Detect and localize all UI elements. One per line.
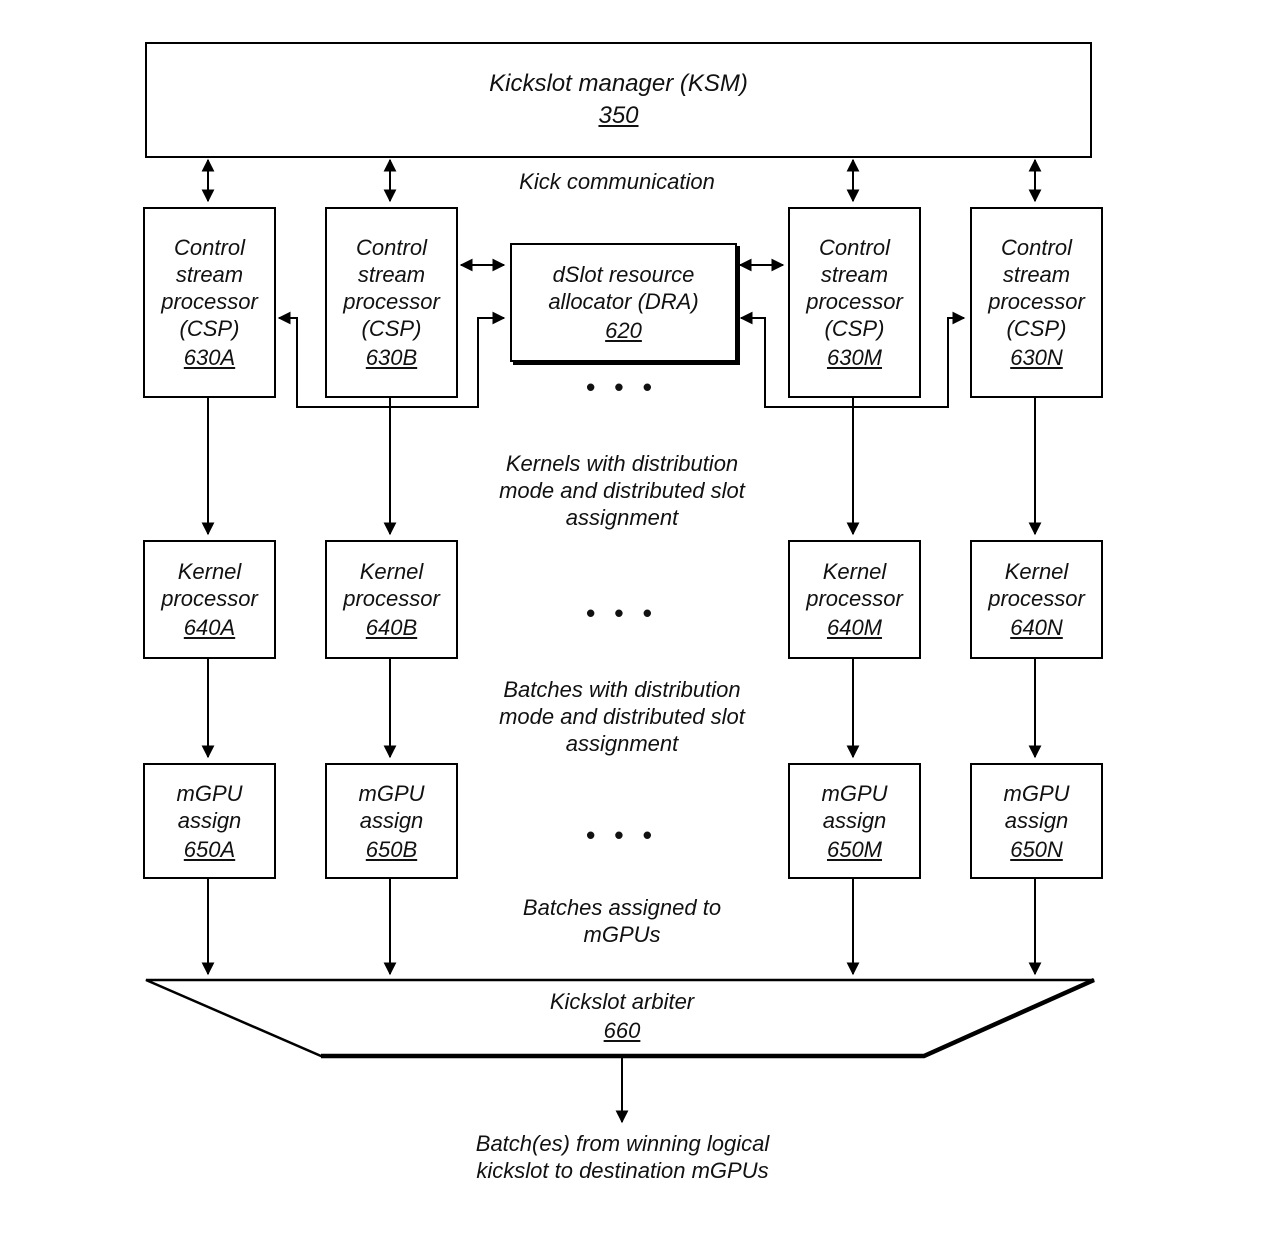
csp-title: Control stream processor (CSP) xyxy=(161,235,258,341)
dra-title: dSlot resource allocator (DRA) xyxy=(548,262,699,314)
csp-title: Control stream processor (CSP) xyxy=(343,235,440,341)
mgpu-title: mGPU assign xyxy=(1003,780,1070,833)
mgpu-box-650N: mGPU assign 650N xyxy=(970,763,1103,879)
dra-ref: 620 xyxy=(605,318,642,343)
batches-distribution-label: Batches with distribution mode and distr… xyxy=(499,677,745,756)
kernel-box-640M: Kernel processor 640M xyxy=(788,540,921,659)
kernel-title: Kernel processor xyxy=(161,559,258,611)
mgpu-box-650M: mGPU assign 650M xyxy=(788,763,921,879)
ksm-box: Kickslot manager (KSM) 350 xyxy=(145,42,1092,158)
batches-assigned-label: Batches assigned to mGPUs xyxy=(522,895,722,947)
mgpu-title: mGPU assign xyxy=(358,780,425,833)
dra-box: dSlot resource allocator (DRA) 620 xyxy=(510,243,737,362)
ksm-title: Kickslot manager (KSM) xyxy=(489,70,748,97)
ellipsis-csp-row: • • • xyxy=(586,372,658,402)
ksm-ref: 350 xyxy=(598,102,639,129)
csp-ref: 630B xyxy=(365,345,418,370)
csp-ref: 630A xyxy=(183,345,236,370)
mgpu-ref: 650B xyxy=(365,836,418,862)
csp-box-630N: Control stream processor (CSP) 630N xyxy=(970,207,1103,398)
mgpu-box-650B: mGPU assign 650B xyxy=(325,763,458,879)
kernel-box-640A: Kernel processor 640A xyxy=(143,540,276,659)
csp-ref: 630M xyxy=(826,345,883,370)
ellipsis-mgpu-row: • • • xyxy=(586,820,658,850)
csp-title: Control stream processor (CSP) xyxy=(806,235,903,341)
csp-box-630M: Control stream processor (CSP) 630M xyxy=(788,207,921,398)
output-label: Batch(es) from winning logical kickslot … xyxy=(475,1131,770,1183)
mgpu-box-650A: mGPU assign 650A xyxy=(143,763,276,879)
csp-box-630B: Control stream processor (CSP) 630B xyxy=(325,207,458,398)
csp-box-630A: Control stream processor (CSP) 630A xyxy=(143,207,276,398)
kernel-title: Kernel processor xyxy=(806,559,903,611)
ellipsis-kernel-row: • • • xyxy=(586,598,658,628)
mgpu-title: mGPU assign xyxy=(821,780,888,833)
csp-title: Control stream processor (CSP) xyxy=(988,235,1085,341)
kick-communication-label: Kick communication xyxy=(519,169,715,194)
kernel-ref: 640B xyxy=(365,615,418,640)
mgpu-ref: 650M xyxy=(826,836,883,862)
kernel-title: Kernel processor xyxy=(343,559,440,611)
kernel-ref: 640A xyxy=(183,615,236,640)
kernel-ref: 640M xyxy=(826,615,883,640)
mgpu-title: mGPU assign xyxy=(176,780,243,833)
arbiter-title: Kickslot arbiter xyxy=(549,989,695,1014)
kernel-ref: 640N xyxy=(1010,615,1063,640)
kernel-title: Kernel processor xyxy=(988,559,1085,611)
mgpu-ref: 650N xyxy=(1010,836,1063,862)
arbiter-label: Kickslot arbiter 660 xyxy=(472,988,772,1044)
csp-ref: 630N xyxy=(1010,345,1063,370)
kernel-box-640B: Kernel processor 640B xyxy=(325,540,458,659)
kernels-distribution-label: Kernels with distribution mode and distr… xyxy=(499,451,745,530)
mgpu-ref: 650A xyxy=(183,836,236,862)
kernel-box-640N: Kernel processor 640N xyxy=(970,540,1103,659)
arbiter-ref: 660 xyxy=(603,1018,641,1043)
